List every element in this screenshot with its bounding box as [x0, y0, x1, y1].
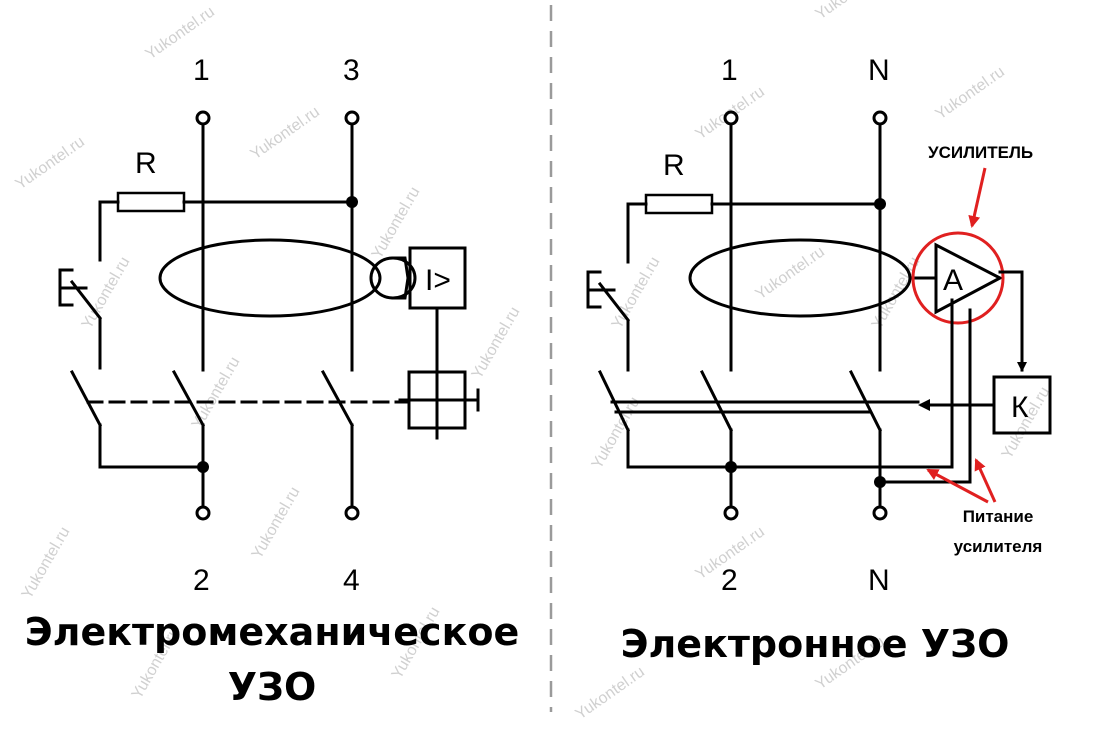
annotation-amplifier-arrow [968, 167, 987, 228]
watermark: Yukontel.ru [469, 304, 524, 382]
amplifier-highlight-circle [911, 231, 1005, 325]
junction-dot [346, 196, 358, 208]
test-return-wire [98, 423, 205, 469]
relay-k-label: К [1011, 391, 1029, 424]
watermark: Yukontel.ru [813, 0, 888, 23]
contact-phase [171, 369, 206, 428]
terminal-n-bottom [872, 505, 888, 521]
junction-dot [197, 461, 209, 473]
terminal-label-4: 4 [343, 564, 360, 597]
terminal-4 [344, 505, 360, 521]
annotation-amplifier: УСИЛИТЕЛЬ [928, 143, 1033, 162]
electromechanical-rcd-schematic: 1 3 2 4 R I> [25, 54, 520, 709]
resistor-label: R [663, 149, 685, 182]
amplifier-output-wire [998, 270, 1027, 372]
watermark: Yukontel.ru [369, 184, 424, 262]
terminal-label-n-bottom: N [868, 564, 890, 597]
test-resistor [644, 193, 714, 215]
terminal-label-n-top: N [868, 54, 890, 87]
terminal-2 [723, 505, 739, 521]
test-wire-left [98, 200, 120, 262]
terminal-1 [723, 110, 739, 126]
test-return-wire [626, 428, 733, 469]
terminal-label-3: 3 [343, 54, 360, 87]
terminal-1 [195, 110, 211, 126]
electronic-rcd-schematic: 1 N 2 N R A К [586, 54, 1052, 666]
annotation-power-line1: Питание [963, 507, 1034, 526]
terminal-label-2: 2 [721, 564, 738, 597]
caption-electronic: Электронное УЗО [621, 622, 1010, 666]
current-transformer-core [688, 238, 912, 318]
resistor-label: R [135, 147, 157, 180]
watermark: Yukontel.ru [19, 524, 74, 602]
watermark: Yukontel.ru [753, 243, 828, 303]
terminal-n-top [872, 110, 888, 126]
amplifier-supply-wire-phase [729, 298, 954, 469]
amplifier-label: A [943, 264, 963, 297]
watermark: Yukontel.ru [13, 133, 88, 193]
watermark: Yukontel.ru [609, 254, 664, 332]
trip-relay-label: I> [425, 264, 451, 297]
current-transformer-core [158, 238, 382, 318]
amplifier-supply-wire-neutral [878, 308, 972, 484]
annotation-power-line2: усилителя [954, 537, 1043, 556]
terminal-3 [344, 110, 360, 126]
caption-electromechanical-line2: УЗО [228, 665, 317, 709]
terminal-label-1: 1 [193, 54, 210, 87]
terminal-label-1: 1 [721, 54, 738, 87]
test-wire-left [626, 202, 648, 264]
relay-command-arrow-second [918, 399, 930, 411]
test-resistor [116, 191, 186, 213]
contact-neutral [320, 369, 355, 428]
terminal-2 [195, 505, 211, 521]
watermark: Yukontel.ru [79, 254, 134, 332]
watermark: Yukontel.ru [573, 663, 648, 723]
watermark: Yukontel.ru [189, 354, 244, 432]
winding-lead [391, 256, 410, 300]
terminal-label-2: 2 [193, 564, 210, 597]
watermark: Yukontel.ru [249, 484, 304, 562]
junction-dot [874, 198, 886, 210]
caption-electromechanical-line1: Электромеханическое [25, 610, 520, 654]
annotation-power-arrow-2 [974, 458, 997, 503]
watermark: Yukontel.ru [933, 63, 1008, 123]
contact-test-circuit [69, 369, 103, 428]
annotation-power-arrow-1 [926, 468, 989, 504]
watermark: Yukontel.ru [248, 103, 323, 163]
